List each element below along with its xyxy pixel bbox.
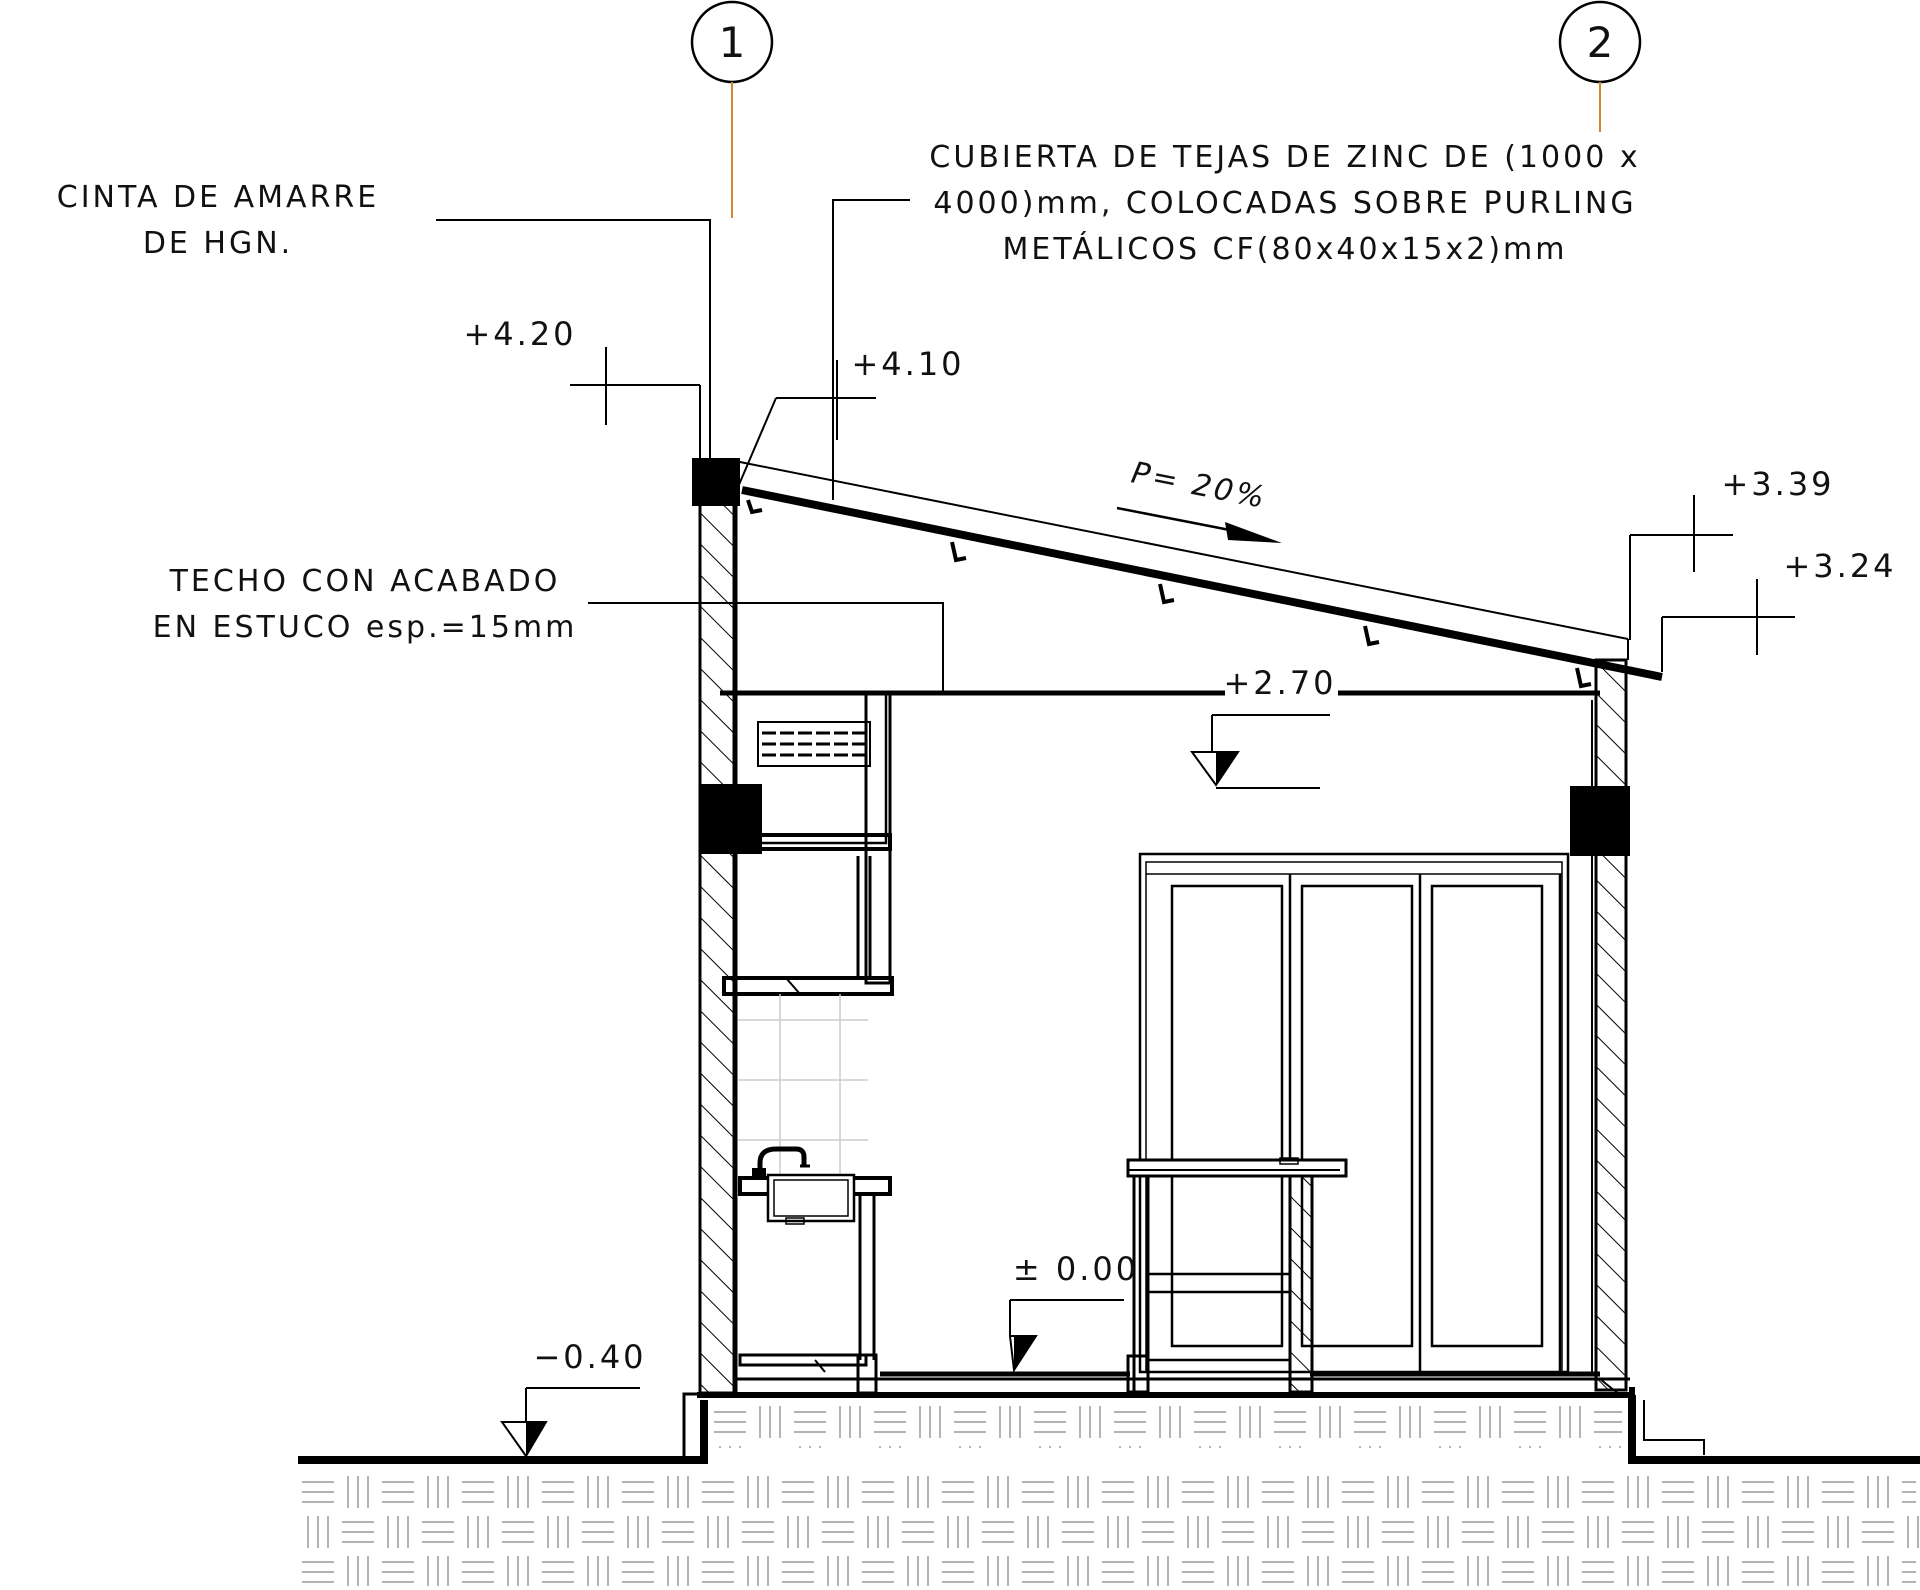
note-cinta-line-1: CINTA DE AMARRE — [57, 180, 379, 215]
level-m040-label: −0.40 — [533, 1338, 646, 1376]
level-marker-420: +4.20 — [463, 315, 701, 458]
level-marker-000: ± 0.00 — [1008, 1250, 1139, 1373]
level-420-label: +4.20 — [463, 315, 576, 353]
axis-1-label: 1 — [719, 18, 746, 67]
level-marker-m040: −0.40 — [500, 1338, 646, 1458]
note-cinta-line-2: DE HGN. — [143, 226, 293, 261]
note-cinta: CINTA DE AMARRE DE HGN. — [57, 180, 711, 470]
note-techo: TECHO CON ACABADO EN ESTUCO esp.=15mm — [153, 564, 944, 693]
right-wall — [1570, 658, 1630, 1392]
faucet-icon — [752, 1146, 810, 1176]
level-339-label: +3.39 — [1721, 465, 1834, 503]
note-techo-line-2: EN ESTUCO esp.=15mm — [153, 610, 578, 645]
level-324-label: +3.24 — [1783, 547, 1896, 585]
note-cubierta-line-2: 4000)mm, COLOCADAS SOBRE PURLING — [933, 186, 1636, 221]
sink — [752, 1173, 856, 1225]
slope-indicator: P= 20% — [1116, 455, 1282, 543]
note-cubierta-line-1: CUBIERTA DE TEJAS DE ZINC DE (1000 x — [929, 140, 1640, 175]
roof — [692, 458, 1663, 689]
left-wall — [698, 501, 762, 1395]
ground — [298, 1395, 1920, 1464]
axis-marker-2: 2 — [1558, 0, 1642, 132]
note-cubierta: CUBIERTA DE TEJAS DE ZINC DE (1000 x 400… — [832, 140, 1640, 500]
soil-hatch — [302, 1476, 1919, 1586]
level-marker-339: +3.39 — [1629, 465, 1834, 640]
wardrobe — [1138, 852, 1570, 1374]
axis-marker-1: 1 — [690, 0, 774, 218]
level-410-label: +4.10 — [851, 345, 964, 383]
level-marker-324: +3.24 — [1661, 547, 1896, 672]
upper-cabinet — [722, 691, 894, 996]
axis-2-label: 2 — [1587, 18, 1614, 67]
level-270-label: +2.70 — [1223, 664, 1336, 702]
level-marker-270: +2.70 — [1190, 664, 1336, 789]
tie-beam-left — [692, 458, 740, 506]
slab-hatch — [714, 1406, 1622, 1448]
slope-arrow-icon — [1225, 522, 1282, 543]
level-marker-410: +4.10 — [737, 345, 964, 488]
tile-backsplash — [738, 994, 868, 1178]
level-000-label: ± 0.00 — [1013, 1250, 1139, 1288]
slope-label: P= 20% — [1128, 455, 1270, 516]
note-techo-line-1: TECHO CON ACABADO — [169, 564, 561, 599]
floor-slab — [682, 1371, 1635, 1460]
note-cubierta-line-3: METÁLICOS CF(80x40x15x2)mm — [1003, 231, 1568, 267]
desk — [1126, 1157, 1348, 1394]
